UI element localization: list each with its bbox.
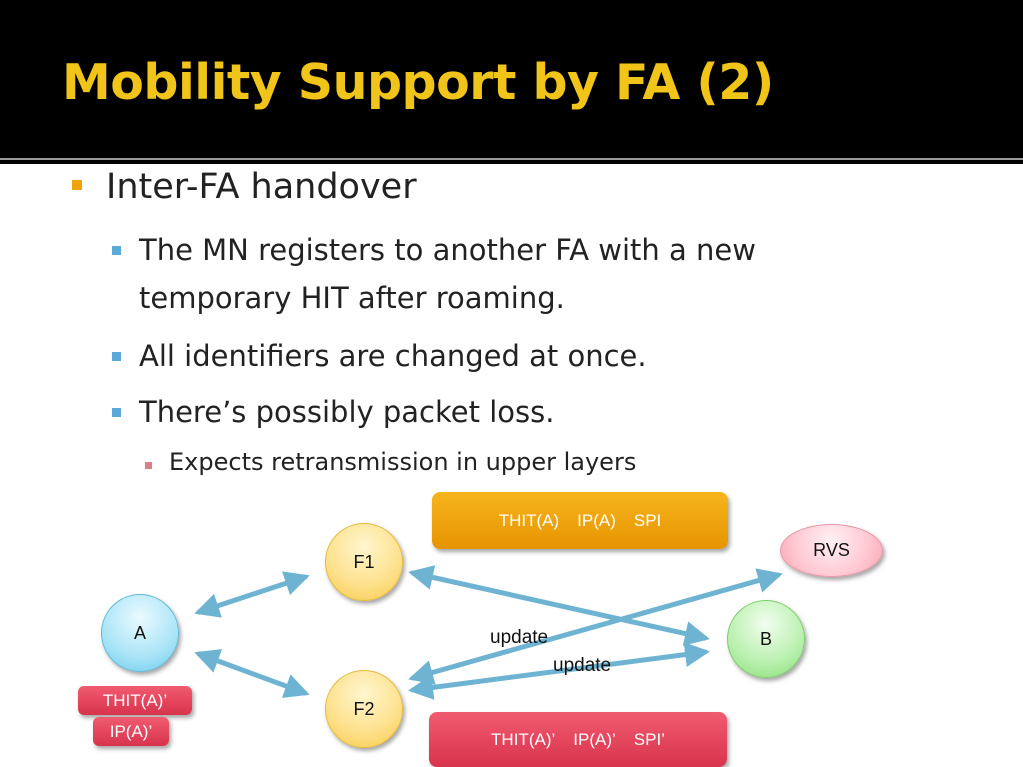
state-spi-new: SPI’ <box>633 729 665 749</box>
state-thit-new: THIT(A)’ <box>491 729 556 749</box>
update-label-1: update <box>490 627 549 648</box>
node-a: A <box>101 594 179 672</box>
update-label-2: update <box>553 655 612 676</box>
state-thit: THIT(A) <box>498 510 560 530</box>
sub-bullet-marker <box>112 408 121 417</box>
node-f2: F2 <box>325 670 403 748</box>
sub-bullet-packet-loss: There’s possibly packet loss. <box>139 395 555 429</box>
tag-ip-new: IP(A)’ <box>93 717 169 746</box>
sub-sub-bullet-marker <box>145 462 152 469</box>
slide-title: Mobility Support by FA (2) <box>62 54 774 111</box>
arrow-a-f2 <box>194 649 310 698</box>
arrow-a-f1 <box>194 571 310 618</box>
sub-bullet-marker <box>112 246 121 255</box>
state-ip-new: IP(A)’ <box>573 729 616 749</box>
state-ip: IP(A) <box>577 510 616 530</box>
state-box-new: THIT(A)’ IP(A)’ SPI’ <box>429 712 727 767</box>
title-bar <box>0 0 1023 158</box>
sub-bullet-marker <box>112 352 121 361</box>
bullet-inter-fa-handover: Inter-FA handover <box>106 167 417 207</box>
bullet-marker <box>72 180 82 190</box>
sub-bullet-identifiers: All identifiers are changed at once. <box>139 339 647 373</box>
node-b: B <box>727 600 805 678</box>
sub-bullet-registers-line2: temporary HIT after roaming. <box>139 281 565 315</box>
arrow-f2-b <box>408 642 710 700</box>
node-f1: F1 <box>325 523 403 601</box>
tag-thit-new: THIT(A)’ <box>78 686 192 715</box>
state-box-old: THIT(A) IP(A) SPI <box>432 492 728 549</box>
title-divider <box>0 158 1023 164</box>
node-rvs: RVS <box>780 524 883 577</box>
sub-bullet-registers-line1: The MN registers to another FA with a ne… <box>139 233 756 267</box>
state-spi: SPI <box>633 510 662 530</box>
sub-sub-bullet-retransmission: Expects retransmission in upper layers <box>169 448 637 476</box>
